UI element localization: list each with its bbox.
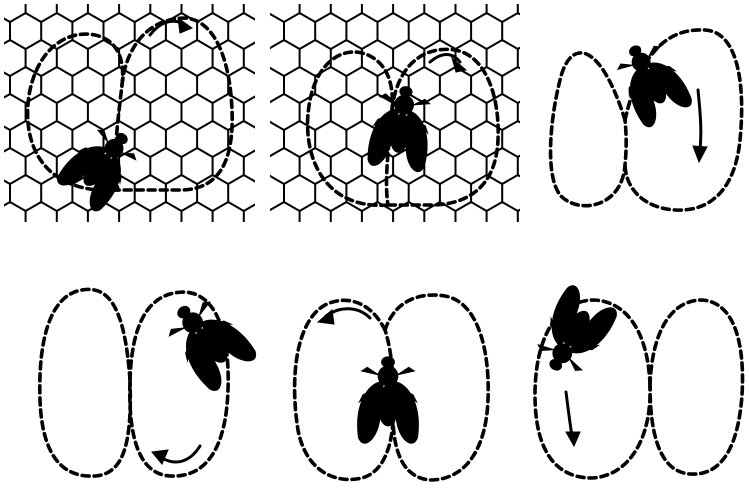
honeycomb-left — [0, 0, 291, 238]
bee-figure — [523, 282, 620, 391]
direction-arrow — [566, 392, 580, 446]
direction-arrow — [693, 90, 707, 162]
direction-arrow — [150, 18, 192, 35]
direction-arrow — [430, 55, 466, 73]
bee-figure — [357, 348, 419, 443]
honeycomb-cells — [0, 0, 291, 238]
direction-arrow — [152, 446, 200, 464]
direction-arrow — [318, 309, 370, 324]
bee-figure — [604, 27, 695, 130]
